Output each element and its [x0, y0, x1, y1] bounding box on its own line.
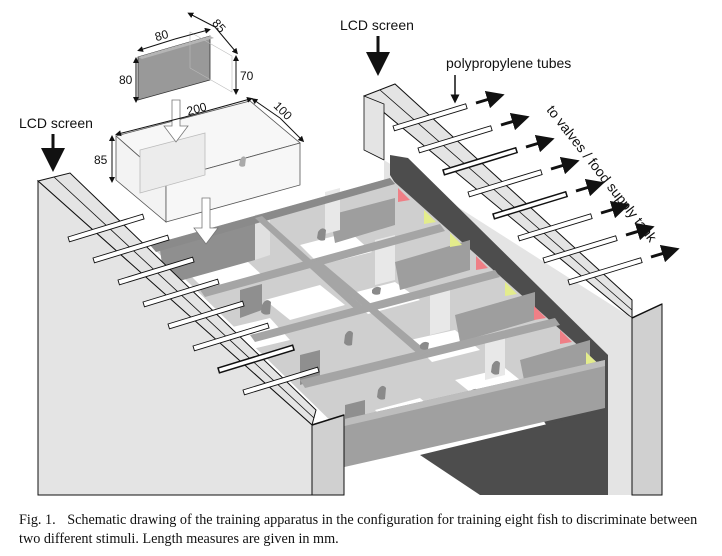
- label-lcd-screen-right: LCD screen: [340, 17, 414, 33]
- caption-text: Schematic drawing of the training appara…: [19, 512, 698, 547]
- stimulus-red: [534, 306, 546, 320]
- figure-caption: Fig. 1. Schematic drawing of the trainin…: [19, 511, 709, 549]
- dimension-lines: [109, 12, 305, 183]
- dim-stimulus-depth: 85: [209, 16, 229, 36]
- stimulus-yellow: [450, 233, 462, 247]
- stimulus-red: [476, 256, 488, 270]
- compartment-tray: [150, 178, 605, 495]
- label-lcd-screen-left: LCD screen: [19, 115, 93, 131]
- dim-compartment-depth: 100: [271, 99, 295, 123]
- label-polypropylene-tubes: polypropylene tubes: [446, 55, 571, 71]
- dim-stimulus-width: 80: [153, 27, 170, 44]
- dim-frame-height: 70: [240, 69, 254, 83]
- stimulus-plate: [137, 31, 233, 101]
- flow-arrows: [475, 90, 680, 263]
- stimulus-red: [398, 188, 410, 202]
- stimulus-red: [560, 330, 572, 344]
- stimulus-yellow: [424, 210, 436, 224]
- stimulus-yellow: [505, 282, 517, 296]
- left-tubes: [67, 213, 320, 396]
- dim-stimulus-height: 80: [119, 73, 133, 87]
- compartment-box: [115, 100, 301, 223]
- apparatus-diagram: 80 80 85 70 200 100 85 LCD screen LCD sc…: [19, 12, 680, 496]
- dim-compartment-length: 200: [185, 100, 208, 119]
- right-tubes: [392, 103, 643, 286]
- dim-compartment-height: 85: [94, 153, 108, 167]
- figure-number: Fig. 1.: [19, 512, 56, 528]
- insert-arrows: [163, 99, 219, 245]
